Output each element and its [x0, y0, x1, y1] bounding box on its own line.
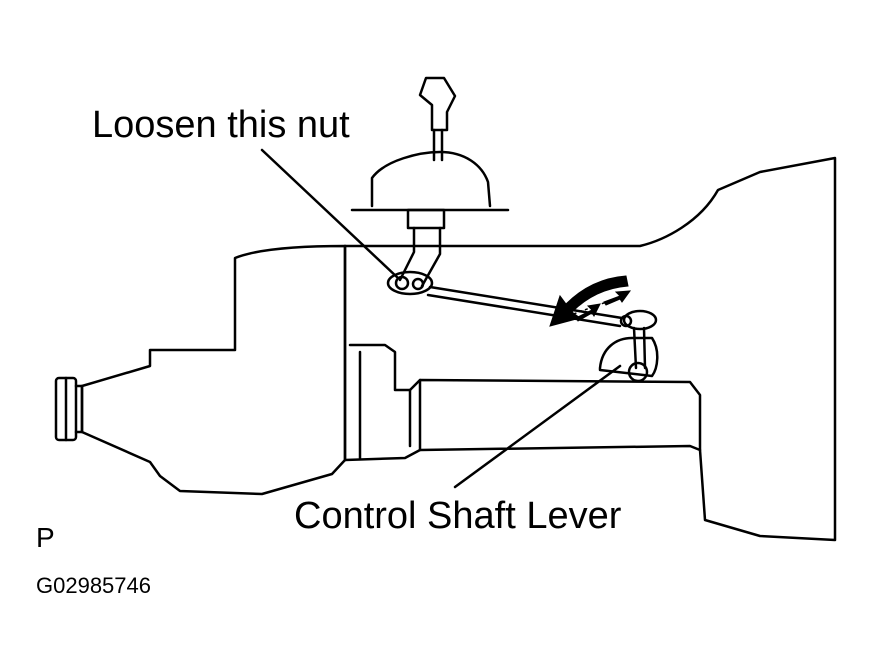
- lever-leader-line: [453, 364, 622, 489]
- adjust-nut: [386, 270, 434, 296]
- figure-code: G02985746: [36, 573, 151, 598]
- nut-leader-line: [260, 148, 400, 280]
- dashed-arrow-guide: [567, 299, 613, 317]
- control-shaft-lever-label: Control Shaft Lever: [294, 495, 622, 537]
- loosen-nut-label: Loosen this nut: [92, 104, 350, 146]
- shift-lever: [418, 76, 457, 162]
- position-indicator: P: [36, 522, 55, 553]
- small-arrow-icon: [603, 290, 632, 306]
- motion-arrows: [549, 275, 632, 327]
- output-flange: [54, 376, 84, 442]
- large-curved-arrow-icon: [549, 275, 629, 327]
- extension-housing: [80, 244, 347, 496]
- case-ribs: [348, 343, 702, 460]
- control-shaft-lever-part: [598, 309, 659, 383]
- shifter-base: [406, 208, 446, 230]
- transmission-case: [343, 156, 837, 542]
- small-arrow-icon: [575, 303, 601, 322]
- shifter-boot: [370, 150, 492, 208]
